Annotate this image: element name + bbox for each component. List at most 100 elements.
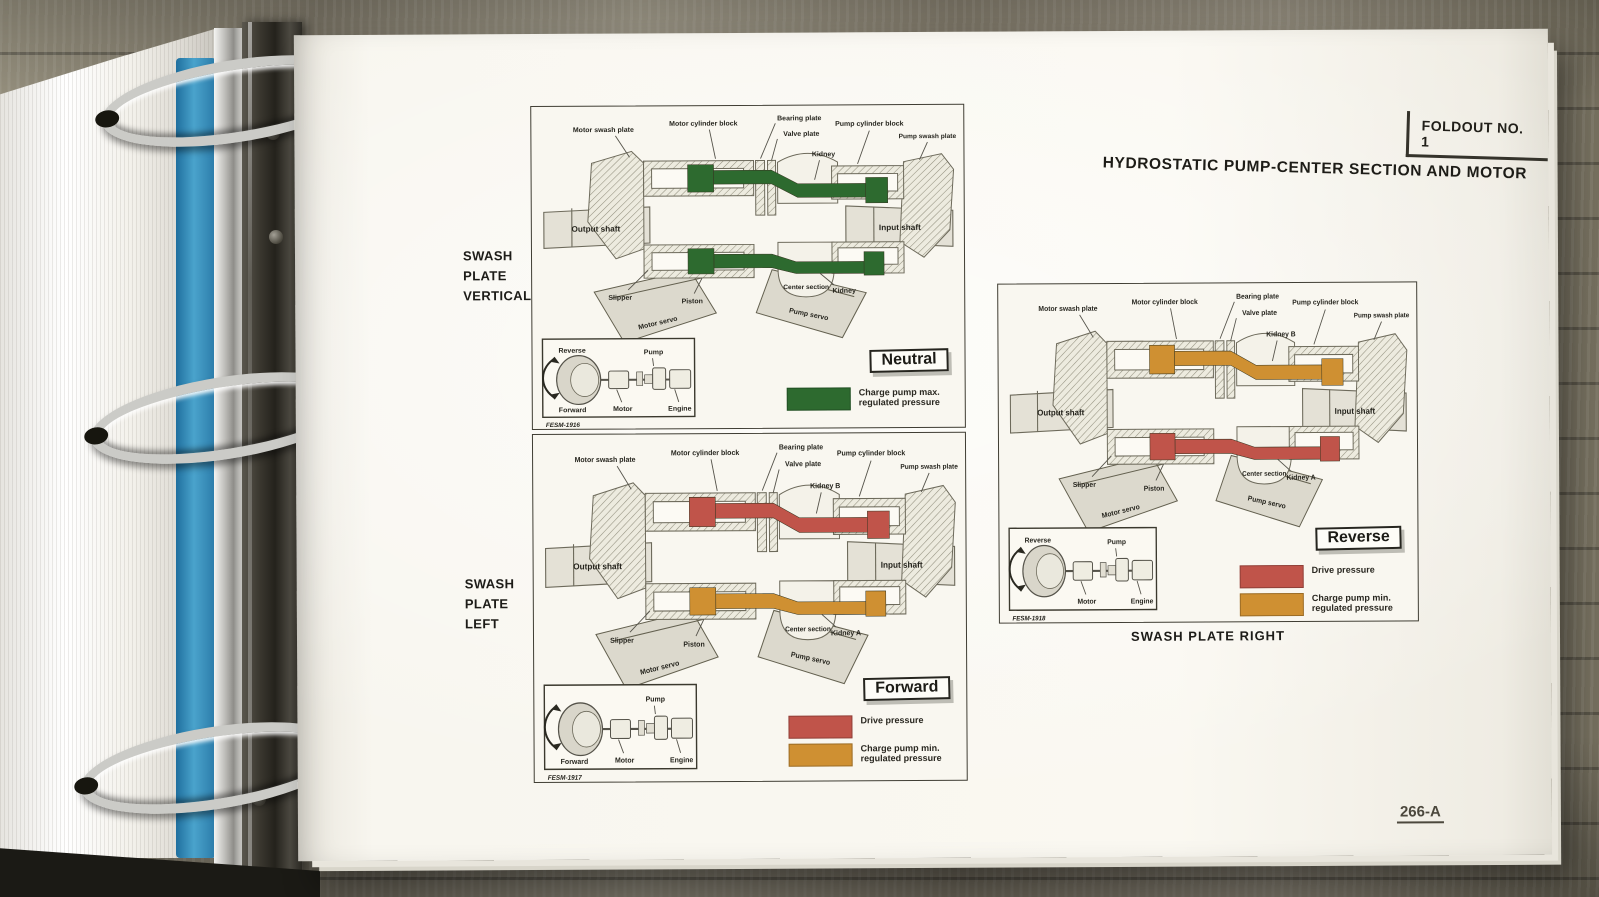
legend: Charge pump max. regulated pressure [786,386,951,411]
label-motor-swash-plate: Motor swash plate [573,127,634,134]
legend-entry-label: Charge pump min. regulated pressure [1311,592,1393,614]
inset-label-reverse: Reverse [1025,537,1051,544]
figure-code: FESM-1918 [1012,615,1045,622]
kidney-band-bottom [689,587,887,617]
label-slipper: Slipper [1073,482,1096,489]
kidney-band-top [1149,344,1344,386]
pump-cross-section-diagram: Motor swash plate Motor cylinder block B… [543,443,958,782]
inset-label-forward: Forward [559,407,587,414]
legend-entry-label: Drive pressure [1311,564,1375,575]
spine-metal-plate [214,28,242,868]
caption-swash-plate-right: SWASH PLATE RIGHT [1130,628,1286,644]
inset-label-motor: Motor [615,756,635,764]
inset-label-forward: Forward [561,758,589,766]
spine-rivet [269,230,283,244]
label-bearing-plate: Bearing plate [779,443,823,451]
label-pump-swash-plate: Pump swash plate [1354,312,1410,319]
label-bearing-plate: Bearing plate [1236,293,1279,300]
legend-swatch [1239,565,1304,589]
label-piston: Piston [682,298,703,305]
foldout-label: FOLDOUT NO. 1 [1405,110,1550,162]
legend: Drive pressure Charge pump min. regulate… [1239,564,1404,617]
mode-label: Reverse [1314,525,1402,551]
legend-entry-label: Charge pump max. regulated pressure [858,386,940,408]
label-bearing-plate: Bearing plate [777,115,821,122]
legend-entry: Drive pressure [1239,564,1404,589]
motor-unit [609,718,632,740]
manual-page: FOLDOUT NO. 1 HYDROSTATIC PUMP-CENTER SE… [293,28,1553,862]
label-motor-swash-plate: Motor swash plate [1038,306,1097,314]
inset-label-pump: Pump [644,349,663,356]
leader-lines [1079,301,1382,481]
rotation-arrow [543,705,558,750]
pump-unit [652,367,667,390]
label-slipper: Slipper [608,295,632,302]
engine-unit [1131,559,1154,581]
kidney-band-top [687,164,888,204]
legend-entry: Charge pump max. regulated pressure [786,386,951,411]
pump-unit [653,715,669,740]
kidney-band-bottom [1149,432,1340,462]
engine-unit [669,369,692,389]
inset-label-pump: Pump [1107,539,1126,546]
label-output-shaft: Output shaft [573,561,622,572]
legend-swatch [788,715,853,739]
mode-label: Neutral [869,348,949,373]
label-center-section: Center section [785,626,831,633]
label-output-shaft: Output shaft [1037,408,1084,418]
motor-unit [1072,561,1094,581]
kidney-band-top [689,496,890,539]
servo-slabs [595,609,869,690]
diagram-panel-neutral: Motor swash plate Motor cylinder block B… [530,103,966,431]
diagram-panel-reverse: Motor swash plate Motor cylinder block B… [997,281,1419,624]
label-valve-plate: Valve plate [785,460,821,468]
binder-spine [242,22,302,874]
label-motor-cylinder-block: Motor cylinder block [671,449,739,458]
label-kidney-top: Kidney [812,151,836,158]
leader-lines [614,123,928,294]
label-kidney-bottom: Kidney A [1287,474,1316,481]
label-piston: Piston [683,640,704,648]
pump-cross-section-diagram: Motor swash plate Motor cylinder block B… [1008,293,1410,623]
legend-swatch [786,387,851,411]
label-motor-swash-plate: Motor swash plate [575,456,636,465]
drive-line-inset: Reverse Pump Motor Engine [1008,526,1158,611]
legend-entry: Charge pump min. regulated pressure [788,742,953,767]
label-pump-cylinder-block: Pump cylinder block [1292,299,1358,307]
leader-lines [616,452,930,637]
rotation-arrow [542,357,556,399]
legend-swatch [788,743,853,767]
legend-swatch [1239,593,1304,617]
legend-entry: Charge pump min. regulated pressure [1239,592,1404,617]
legend: Drive pressure Charge pump min. regulate… [788,715,952,767]
diagram-panel-forward: Motor swash plate Motor cylinder block B… [531,431,968,784]
engine-unit [670,717,694,739]
inset-label-pump: Pump [646,695,666,703]
label-pump-cylinder-block: Pump cylinder block [835,121,904,128]
label-kidney-bottom: Kidney [833,288,857,295]
legend-entry-label: Drive pressure [860,715,924,726]
rotation-arrow [1008,547,1022,591]
pump-cross-section-diagram: Motor swash plate Motor cylinder block B… [541,115,957,429]
label-input-shaft: Input shaft [1335,407,1376,416]
label-input-shaft: Input shaft [881,559,923,569]
inset-label-engine: Engine [670,756,693,764]
pump-unit [1115,557,1129,582]
figure-code: FESM-1917 [548,775,582,782]
blue-divider-tab [176,58,216,858]
motor-unit [608,370,630,390]
spine-rivet [266,126,280,140]
inset-label-reverse: Reverse [558,348,585,355]
legend-entry-label: Charge pump min. regulated pressure [860,742,942,764]
label-pump-cylinder-block: Pump cylinder block [837,449,905,458]
inset-label-motor: Motor [613,406,633,413]
label-input-shaft: Input shaft [879,223,921,232]
label-slipper: Slipper [610,637,634,645]
label-pump-swash-plate: Pump swash plate [899,133,957,140]
drive-line-inset: Forward Pump Motor Engine [543,683,698,771]
kidney-band-bottom [687,248,885,276]
inset-label-motor: Motor [1077,599,1096,606]
label-valve-plate: Valve plate [1242,310,1277,317]
label-center-section: Center section [783,284,829,291]
